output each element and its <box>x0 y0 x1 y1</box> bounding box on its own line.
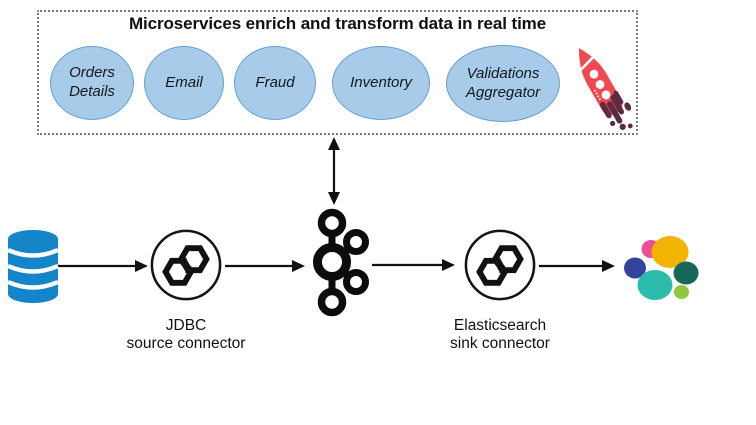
jdbc-connector-label: JDBC source connector <box>126 317 246 353</box>
box-title: Microservices enrich and transform data … <box>128 14 547 33</box>
arrow-es-connector-to-elasticsearch <box>539 260 615 272</box>
rocket-icon <box>578 48 633 130</box>
kafka-connect-icon <box>162 245 210 286</box>
arrow-jdbc-to-kafka <box>225 260 305 272</box>
elasticsearch-connector-node <box>464 229 536 301</box>
arrow-db-to-jdbc <box>52 260 148 272</box>
arrow-kafka-to-es-connector <box>372 259 455 271</box>
microservice-label: Fraud <box>255 73 295 91</box>
jdbc-connector-node <box>150 229 222 301</box>
microservice-label: Validations Aggregator <box>465 64 541 101</box>
kafka-icon <box>313 208 369 317</box>
microservices-box <box>37 10 638 135</box>
microservice-label: Orders Details <box>69 64 115 100</box>
microservice-orders-details: Orders Details <box>50 46 134 120</box>
elasticsearch-icon <box>624 236 699 300</box>
elasticsearch-connector-label: Elasticsearch sink connector <box>450 317 550 353</box>
microservice-label: Inventory <box>350 73 412 91</box>
microservice-inventory: Inventory <box>332 46 430 120</box>
microservice-email: Email <box>144 46 224 120</box>
microservice-validations-aggregator: Validations Aggregator <box>446 45 560 122</box>
bidirectional-arrow <box>328 137 340 205</box>
microservice-label: Email <box>165 73 203 91</box>
database-icon <box>7 230 59 303</box>
microservice-fraud: Fraud <box>234 46 316 120</box>
kafka-connect-icon <box>476 245 524 286</box>
